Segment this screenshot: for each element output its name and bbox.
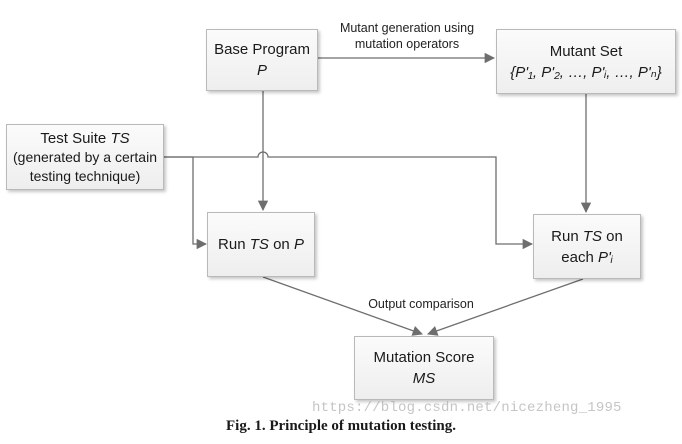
mutant-set-title: Mutant Set	[549, 42, 623, 60]
edge-run-each-to-score	[427, 278, 584, 336]
run-ts-on-p-var1: TS	[249, 236, 269, 253]
mutation-score-var: MS	[412, 370, 436, 387]
run-ts-on-each-line2-pre: each	[561, 248, 598, 266]
mutation-score-title: Mutation Score	[373, 349, 475, 366]
test-suite-box: Test Suite TS (generated by a certain te…	[6, 124, 164, 190]
mutant-generation-label: Mutant generation using mutation operato…	[322, 20, 492, 52]
run-ts-on-p-var2: P	[293, 236, 304, 253]
run-ts-on-p-mid: on	[268, 236, 294, 253]
run-ts-on-each-line1: Run TS on	[551, 226, 623, 247]
caption-fig-number: Fig. 1.	[226, 418, 266, 434]
base-program-box: Base Program P	[206, 29, 318, 91]
test-suite-line2: (generated by a certain	[13, 148, 157, 165]
watermark: https://blog.csdn.net/nicezheng_1995	[312, 400, 622, 416]
run-ts-on-each-line2-var: P'ᵢ	[597, 248, 613, 266]
test-suite-title: Test Suite	[40, 129, 107, 147]
run-ts-on-each-post: on	[602, 227, 623, 245]
edge-suite-to-run-each	[164, 151, 534, 250]
output-comparison-text: Output comparison	[368, 297, 474, 311]
base-program-title: Base Program	[214, 41, 310, 58]
caption-text: Principle of mutation testing.	[269, 418, 456, 434]
mutant-generation-label-line1: Mutant generation using	[339, 21, 475, 35]
run-ts-on-p-box: Run TS on P	[207, 212, 315, 277]
edge-run-p-to-score	[262, 276, 423, 336]
run-ts-on-p-pre: Run	[218, 236, 250, 253]
test-suite-title-line: Test Suite TS	[40, 129, 129, 148]
mutation-score-box: Mutation Score MS	[354, 336, 494, 400]
test-suite-line3: testing technique)	[29, 167, 141, 184]
run-ts-on-each-line2: each P'ᵢ	[561, 247, 612, 268]
run-ts-on-each-box: Run TS on each P'ᵢ	[533, 214, 641, 279]
run-ts-on-each-var1: TS	[582, 227, 602, 245]
test-suite-var: TS	[110, 129, 130, 147]
mutant-set-members: {P'₁, P'₂, …, P'ᵢ, …, P'ₙ}	[510, 63, 662, 81]
base-program-var: P	[256, 62, 267, 79]
mutant-generation-label-line2: mutation operators	[354, 37, 460, 51]
edge-suite-to-run-p	[164, 156, 208, 250]
output-comparison-label: Output comparison	[346, 296, 496, 312]
mutant-set-box: Mutant Set {P'₁, P'₂, …, P'ᵢ, …, P'ₙ}	[496, 29, 676, 94]
figure-caption: Fig. 1. Principle of mutation testing.	[0, 418, 682, 435]
run-ts-on-each-pre: Run	[551, 227, 583, 245]
